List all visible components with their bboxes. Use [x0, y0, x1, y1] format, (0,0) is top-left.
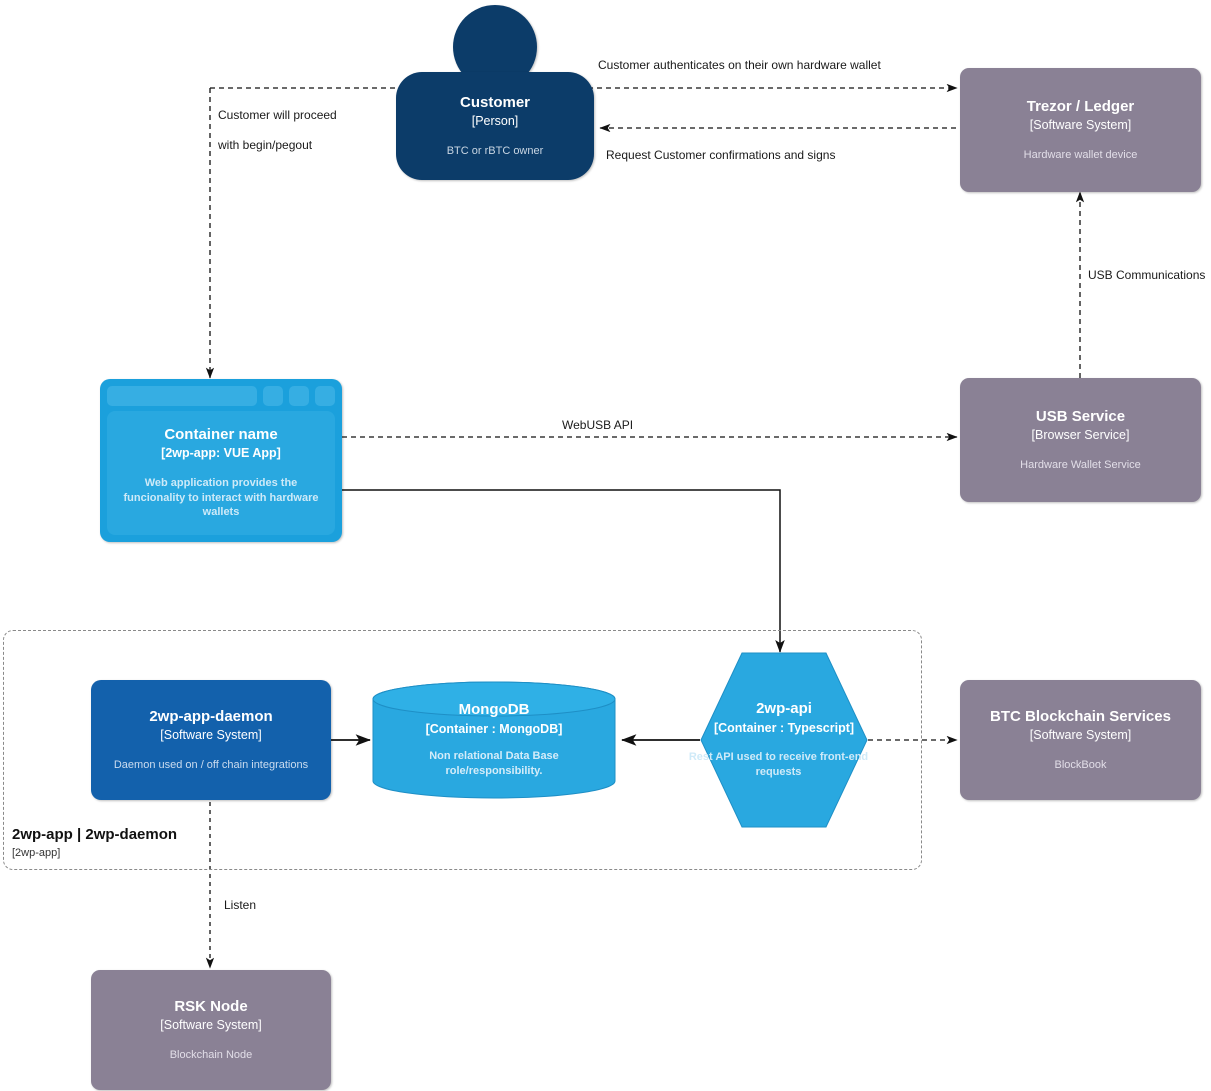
edge-container-to-api — [342, 489, 785, 653]
rsk-title: RSK Node — [174, 997, 248, 1015]
api-tech: [Container : Typescript] — [713, 720, 855, 735]
mongodb-desc: Non relational Data Base role/responsibi… — [429, 750, 559, 777]
edge-label-usb-communications: USB Communications — [1088, 268, 1206, 282]
browser-minimize-icon[interactable] — [263, 386, 283, 406]
edge-label-customer-authenticates: Customer authenticates on their own hard… — [598, 58, 881, 72]
daemon-title: 2wp-app-daemon — [149, 707, 273, 725]
btc-title: BTC Blockchain Services — [990, 707, 1171, 725]
customer-tech: [Person] — [471, 114, 519, 129]
btc-desc: BlockBook — [1054, 758, 1107, 771]
browser-title-bar — [107, 386, 335, 406]
container-name-title: Container name — [164, 425, 278, 443]
node-2wp-app-daemon[interactable]: 2wp-app-daemon [Software System] Daemon … — [91, 680, 331, 800]
node-usb-service[interactable]: USB Service [Browser Service] Hardware W… — [960, 378, 1201, 502]
boundary-label: 2wp-app | 2wp-daemon [2wp-app] — [12, 826, 177, 860]
edge-label-request-confirmations: Request Customer confirmations and signs — [606, 148, 836, 162]
mongodb-label: MongoDB [Container : MongoDB] Non relati… — [372, 681, 616, 799]
node-btc-blockchain-services[interactable]: BTC Blockchain Services [Software System… — [960, 680, 1201, 800]
cylinder-shape — [372, 681, 616, 799]
browser-maximize-icon[interactable] — [289, 386, 309, 406]
container-name-tech: [2wp-app: VUE App] — [161, 446, 281, 461]
node-mongodb[interactable]: MongoDB [Container : MongoDB] Non relati… — [372, 681, 616, 799]
daemon-tech: [Software System] — [160, 728, 262, 743]
daemon-desc: Daemon used on / off chain integrations — [113, 758, 309, 771]
usb-service-tech: [Browser Service] — [1031, 428, 1130, 443]
hexagon-shape — [700, 652, 868, 828]
trezor-tech: [Software System] — [1029, 118, 1132, 133]
edge-label-customer-proceed-line2: with begin/pegout — [218, 138, 313, 152]
node-trezor-ledger[interactable]: Trezor / Ledger [Software System] Hardwa… — [960, 68, 1201, 192]
browser-close-icon[interactable] — [315, 386, 335, 406]
customer-body: Customer [Person] BTC or rBTC owner — [396, 72, 594, 180]
customer-desc: BTC or rBTC owner — [446, 144, 544, 157]
browser-address-bar[interactable] — [107, 386, 257, 406]
edge-label-webusb-api: WebUSB API — [562, 418, 634, 432]
container-name-desc: Web application provides the funcionalit… — [123, 476, 319, 519]
mongodb-title: MongoDB — [458, 701, 530, 719]
edge-label-customer-proceed-line1: Customer will proceed — [218, 108, 337, 122]
browser-content: Container name [2wp-app: VUE App] Web ap… — [107, 411, 335, 535]
trezor-title: Trezor / Ledger — [1026, 97, 1135, 115]
boundary-name: 2wp-app | 2wp-daemon — [12, 826, 178, 843]
api-desc: Rest API used to receive front-end reque… — [688, 751, 869, 778]
api-title: 2wp-api — [756, 700, 812, 718]
node-container-name[interactable]: Container name [2wp-app: VUE App] Web ap… — [100, 379, 342, 542]
node-customer[interactable]: Customer [Person] BTC or rBTC owner — [396, 0, 594, 180]
edge-label-listen: Listen — [224, 898, 257, 912]
boundary-2wp-app — [3, 630, 922, 870]
rsk-tech: [Software System] — [160, 1018, 262, 1033]
rsk-desc: Blockchain Node — [169, 1048, 253, 1061]
btc-tech: [Software System] — [1029, 728, 1132, 743]
customer-title: Customer — [459, 93, 530, 111]
trezor-desc: Hardware wallet device — [1023, 148, 1138, 161]
usb-service-desc: Hardware Wallet Service — [1020, 458, 1141, 471]
node-2wp-api[interactable]: 2wp-api [Container : Typescript] Rest AP… — [689, 652, 868, 828]
boundary-tech: [2wp-app] — [12, 847, 61, 859]
mongodb-tech: [Container : MongoDB] — [425, 721, 563, 736]
api-label: 2wp-api [Container : Typescript] Rest AP… — [689, 652, 868, 828]
usb-service-title: USB Service — [1035, 407, 1126, 425]
node-rsk-node[interactable]: RSK Node [Software System] Blockchain No… — [91, 970, 331, 1090]
